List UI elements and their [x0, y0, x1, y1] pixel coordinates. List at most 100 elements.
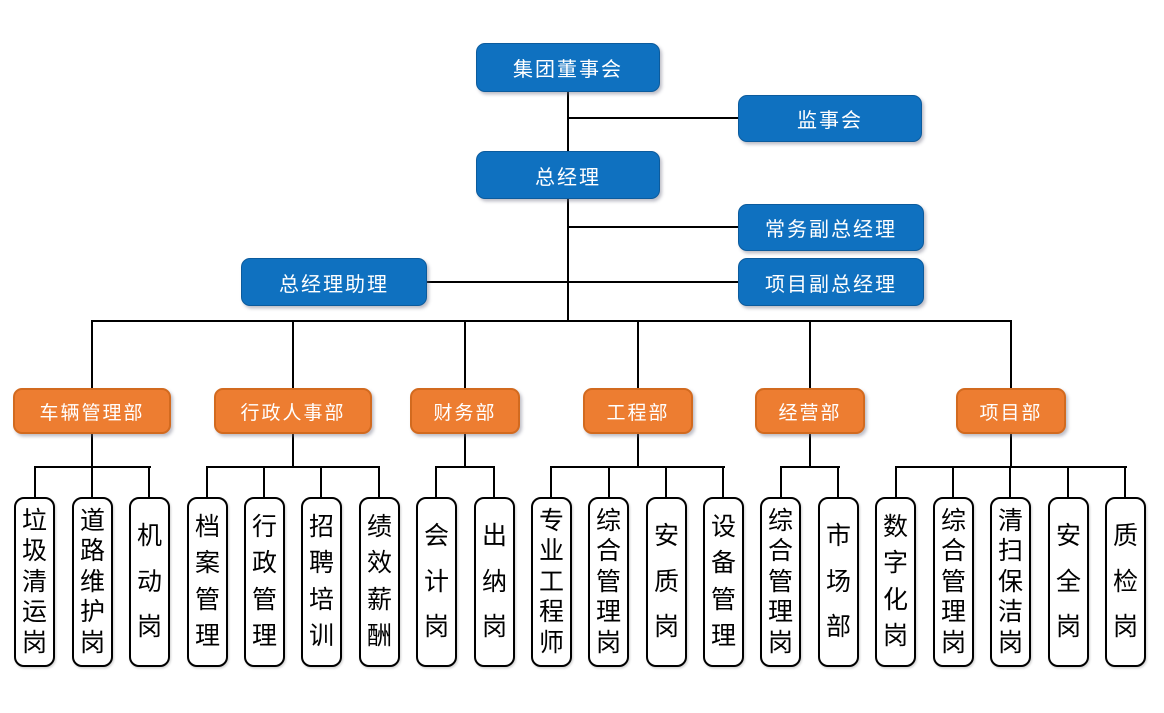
node-label: 设备管理: [710, 512, 736, 651]
connector-line: [567, 198, 569, 322]
node-position: 综合管理岗: [760, 497, 801, 667]
node-label: 道路维护岗: [79, 506, 105, 657]
connector-line: [91, 320, 1012, 322]
node-position: 道路维护岗: [72, 497, 113, 667]
node-general-manager: 总经理: [476, 151, 660, 199]
node-label: 项目副总经理: [765, 273, 897, 296]
connector-line: [837, 466, 839, 497]
node-label: 财务部: [433, 402, 497, 424]
node-label: 综合管理岗: [595, 506, 621, 657]
node-label: 集团董事会: [513, 59, 623, 81]
node-supervisory-board: 监事会: [738, 95, 922, 142]
connector-line: [91, 466, 93, 497]
node-label: 安全岗: [1055, 521, 1081, 642]
node-label: 安质岗: [653, 521, 679, 642]
connector-line: [809, 434, 811, 467]
node-dept-admin-hr: 行政人事部: [214, 388, 372, 434]
connector-line: [493, 466, 495, 497]
node-dept-operations: 经营部: [755, 388, 865, 434]
connector-line: [427, 281, 738, 283]
connector-line: [1124, 466, 1126, 497]
node-label: 总经理助理: [279, 273, 389, 296]
node-position: 清扫保洁岗: [990, 497, 1031, 667]
connector-line: [722, 466, 724, 497]
node-label: 会计岗: [423, 521, 449, 642]
node-position: 行政管理: [244, 497, 285, 667]
connector-line: [952, 466, 954, 497]
node-position: 综合管理岗: [588, 497, 629, 667]
connector-line: [206, 466, 380, 468]
node-label: 机动岗: [136, 521, 162, 642]
node-position: 数字化岗: [875, 497, 916, 667]
node-label: 市场部: [825, 521, 851, 642]
connector-line: [780, 466, 840, 468]
node-board-of-directors: 集团董事会: [476, 43, 660, 92]
node-label: 绩效薪酬: [366, 512, 392, 651]
connector-line: [435, 466, 437, 497]
node-label: 总经理: [535, 166, 601, 189]
node-gm-assistant: 总经理助理: [241, 258, 427, 306]
connector-line: [292, 322, 294, 388]
connector-line: [568, 117, 738, 119]
node-label: 垃圾清运岗: [21, 506, 47, 657]
node-label: 常务副总经理: [765, 219, 897, 241]
node-position: 专业工程师: [531, 497, 572, 667]
node-label: 档案管理: [194, 512, 220, 651]
node-executive-deputy-gm: 常务副总经理: [738, 204, 924, 251]
connector-line: [1010, 434, 1012, 467]
node-dept-finance: 财务部: [410, 388, 520, 434]
connector-line: [206, 466, 208, 497]
connector-line: [809, 322, 811, 388]
connector-line: [91, 322, 93, 388]
connector-line: [567, 92, 569, 152]
node-label: 招聘培训: [308, 512, 334, 651]
node-position: 设备管理: [703, 497, 744, 667]
connector-line: [148, 466, 150, 497]
connector-line: [378, 466, 380, 497]
node-position: 安全岗: [1048, 497, 1089, 667]
connector-line: [435, 466, 495, 468]
node-label: 出纳岗: [481, 521, 507, 642]
connector-line: [568, 226, 738, 228]
connector-line: [464, 322, 466, 388]
node-position: 综合管理岗: [933, 497, 974, 667]
node-position: 安质岗: [646, 497, 687, 667]
node-label: 综合管理岗: [767, 506, 793, 657]
node-position: 质检岗: [1105, 497, 1146, 667]
node-label: 清扫保洁岗: [997, 506, 1023, 657]
node-dept-vehicle-mgmt: 车辆管理部: [13, 388, 171, 434]
connector-line: [292, 434, 294, 467]
connector-line: [637, 322, 639, 388]
node-position: 绩效薪酬: [359, 497, 400, 667]
node-label: 项目部: [979, 402, 1043, 424]
node-label: 综合管理岗: [940, 506, 966, 657]
node-position: 市场部: [818, 497, 859, 667]
node-label: 行政管理: [251, 512, 277, 651]
connector-line: [1010, 322, 1012, 388]
node-project-deputy-gm: 项目副总经理: [738, 258, 924, 306]
node-position: 招聘培训: [301, 497, 342, 667]
connector-line: [1067, 466, 1069, 497]
connector-line: [91, 434, 93, 467]
node-position: 档案管理: [187, 497, 228, 667]
node-label: 质检岗: [1112, 521, 1138, 642]
node-label: 专业工程师: [538, 506, 564, 657]
node-label: 工程部: [606, 402, 670, 424]
node-label: 车辆管理部: [39, 402, 145, 424]
connector-line: [780, 466, 782, 497]
node-position: 出纳岗: [474, 497, 515, 667]
connector-line: [637, 434, 639, 467]
connector-line: [320, 466, 322, 497]
connector-line: [34, 466, 36, 497]
node-label: 行政人事部: [240, 402, 346, 424]
connector-line: [550, 466, 725, 468]
connector-line: [895, 466, 1127, 468]
connector-line: [895, 466, 897, 497]
node-dept-engineering: 工程部: [583, 388, 693, 434]
connector-line: [263, 466, 265, 497]
node-position: 会计岗: [416, 497, 457, 667]
node-position: 机动岗: [129, 497, 170, 667]
connector-line: [608, 466, 610, 497]
connector-line: [550, 466, 552, 497]
